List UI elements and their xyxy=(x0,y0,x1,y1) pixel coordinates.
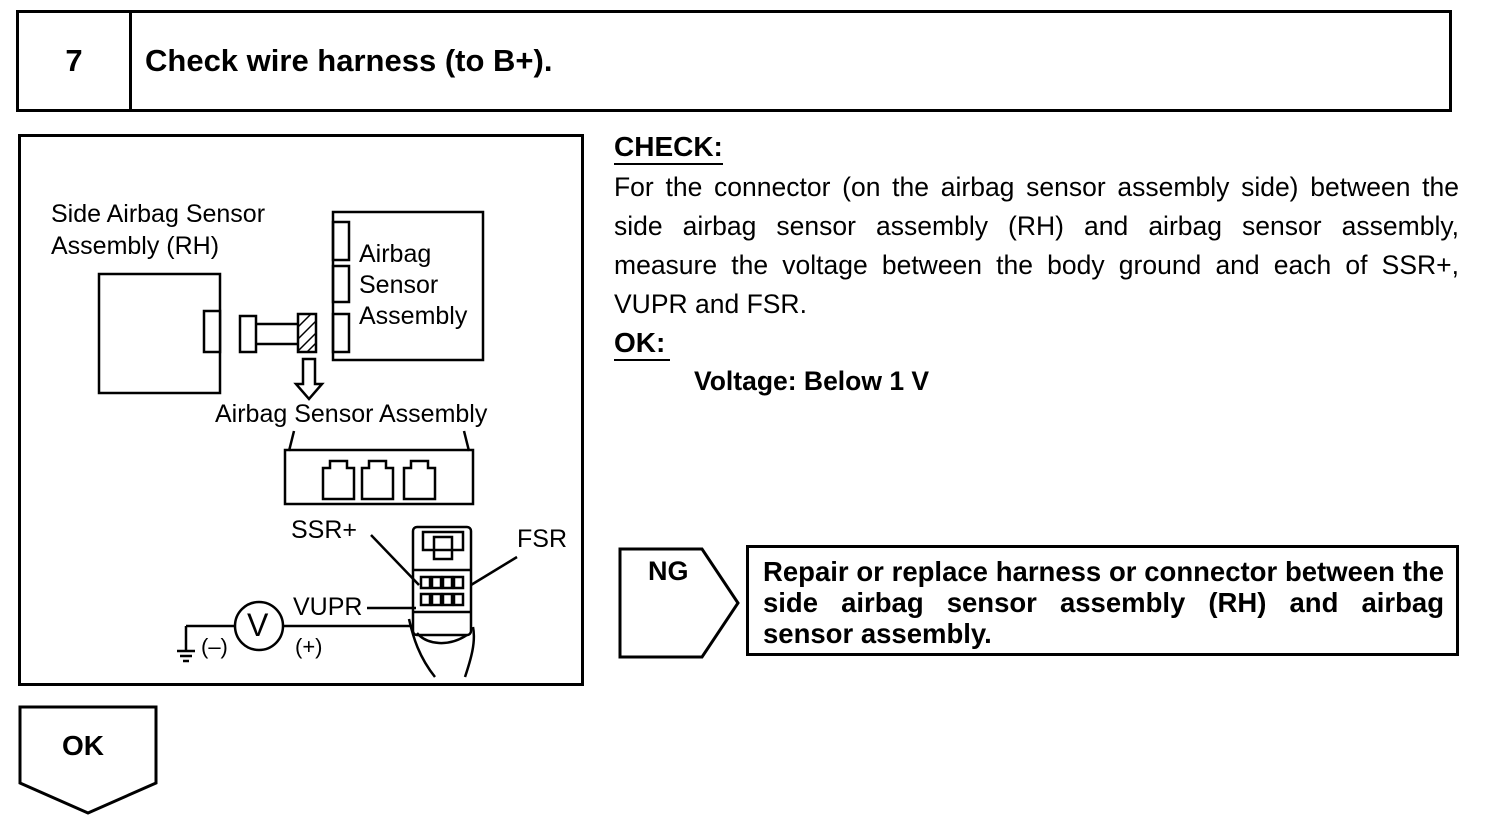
check-heading: CHECK: xyxy=(614,131,723,165)
ok-arrow-shape xyxy=(18,705,158,815)
step-header: 7 Check wire harness (to B+). xyxy=(16,10,1452,112)
plus-terminal-label: (+) xyxy=(295,634,323,659)
vupr-pin-label: VUPR xyxy=(293,593,363,621)
ng-arrow-shape xyxy=(618,547,740,659)
ok-heading: OK: xyxy=(614,327,670,361)
ok-spec-value: Voltage: Below 1 V xyxy=(694,366,930,396)
voltmeter-symbol: V xyxy=(247,607,269,643)
airbag-box-label-line3: Assembly xyxy=(359,302,468,330)
ok-branch-label: OK xyxy=(62,730,104,761)
airbag-sensor-assembly-box xyxy=(331,210,485,362)
side-sensor-label-line1: Side Airbag Sensor xyxy=(51,200,266,228)
wiring-diagram-figure: Side Airbag Sensor Assembly (RH) Airbag … xyxy=(18,134,584,686)
step-title: Check wire harness (to B+). xyxy=(145,43,553,78)
step-number: 7 xyxy=(19,13,132,109)
side-sensor-box xyxy=(97,272,222,395)
side-sensor-label-line2: Assembly (RH) xyxy=(51,232,220,260)
fsr-pin-label: FSR xyxy=(517,525,567,553)
ng-action-box: Repair or replace harness or connector b… xyxy=(746,545,1459,656)
wiring-diagram-drawing xyxy=(97,210,518,678)
airbag-box-label-line1: Airbag xyxy=(359,240,432,268)
ng-label: NG xyxy=(648,556,689,586)
minus-terminal-label: (–) xyxy=(201,634,228,659)
airbag-box-label-line2: Sensor xyxy=(359,271,439,299)
check-body: For the connector (on the airbag sensor … xyxy=(614,172,1459,319)
ssr-pin-label: SSR+ xyxy=(291,516,358,544)
connector-label: Airbag Sensor Assembly xyxy=(215,400,488,428)
